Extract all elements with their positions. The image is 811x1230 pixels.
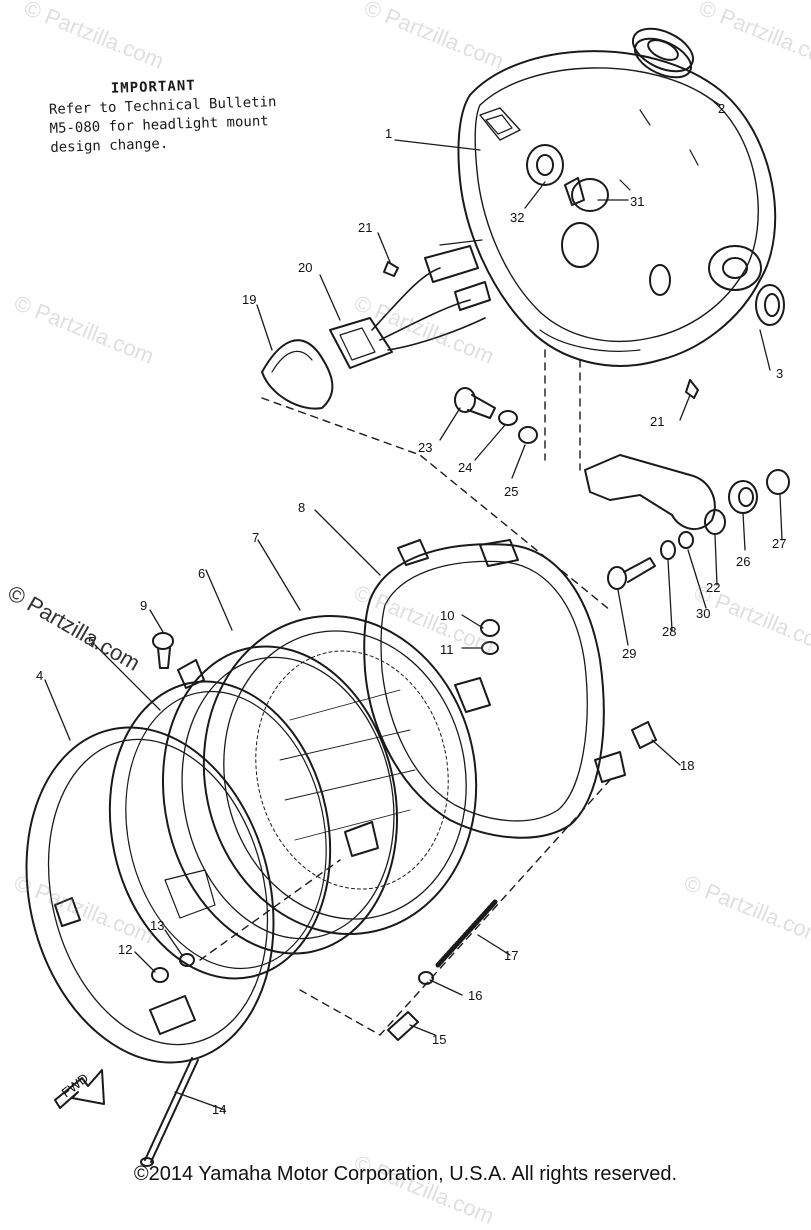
callout-12: 12 bbox=[118, 942, 132, 957]
callout-24: 24 bbox=[458, 460, 472, 475]
screw-21-top bbox=[383, 261, 399, 277]
callout-3: 3 bbox=[776, 366, 783, 381]
bolt-29 bbox=[607, 557, 656, 590]
nut-10 bbox=[480, 619, 500, 637]
nut-13 bbox=[179, 953, 195, 967]
callout-7: 7 bbox=[252, 530, 259, 545]
leader-lines bbox=[44, 91, 783, 1111]
washer-24 bbox=[498, 410, 518, 426]
callout-21: 21 bbox=[358, 220, 372, 235]
socket-cover-19 bbox=[261, 339, 334, 410]
bracket-22 bbox=[584, 454, 726, 535]
callout-10: 10 bbox=[440, 608, 454, 623]
callout-15: 15 bbox=[432, 1032, 446, 1047]
callout-1: 1 bbox=[385, 126, 392, 141]
bolt-23 bbox=[454, 387, 496, 419]
washer-28 bbox=[660, 540, 676, 560]
callout-14: 14 bbox=[212, 1102, 226, 1117]
nut-18 bbox=[631, 721, 657, 749]
callout-2: 2 bbox=[718, 101, 725, 116]
callout-numbers: 1234567891011121314151617181920212122232… bbox=[36, 101, 786, 1117]
spring-17 bbox=[435, 899, 498, 968]
washer-30 bbox=[678, 531, 694, 549]
callout-23: 23 bbox=[418, 440, 432, 455]
nut-16 bbox=[418, 971, 434, 985]
screw-21-bottom bbox=[685, 379, 699, 399]
rim-6 bbox=[161, 645, 399, 955]
callout-18: 18 bbox=[680, 758, 694, 773]
callout-17: 17 bbox=[504, 948, 518, 963]
collar-27 bbox=[766, 469, 790, 495]
screw-9 bbox=[152, 632, 174, 669]
callout-31: 31 bbox=[630, 194, 644, 209]
screw-12 bbox=[151, 967, 169, 983]
callout-22: 22 bbox=[706, 580, 720, 595]
plug-31 bbox=[564, 177, 609, 212]
washer-25 bbox=[518, 426, 538, 444]
callout-13: 13 bbox=[150, 918, 164, 933]
outer-rim-4 bbox=[25, 726, 275, 1064]
fwd-arrow-icon bbox=[54, 1069, 105, 1109]
callout-9: 9 bbox=[140, 598, 147, 613]
callout-4: 4 bbox=[36, 668, 43, 683]
callout-32: 32 bbox=[510, 210, 524, 225]
callout-6: 6 bbox=[198, 566, 205, 581]
gasket-5 bbox=[108, 680, 379, 980]
grommet-32 bbox=[526, 144, 564, 186]
important-note: IMPORTANT Refer to Technical Bulletin M5… bbox=[48, 73, 301, 158]
adjusting-screw-14 bbox=[140, 1057, 199, 1167]
grommet-3 bbox=[755, 284, 785, 326]
spring-15 bbox=[387, 1011, 419, 1041]
sealed-beam-unit-7 bbox=[202, 614, 478, 936]
callout-8: 8 bbox=[298, 500, 305, 515]
callout-28: 28 bbox=[662, 624, 676, 639]
assembly-lines bbox=[199, 349, 611, 1036]
headlight-housing bbox=[457, 50, 777, 367]
callout-11: 11 bbox=[440, 642, 454, 657]
exploded-view-drawing: 1234567891011121314151617181920212122232… bbox=[25, 27, 790, 1167]
collar-26 bbox=[728, 480, 758, 514]
callout-30: 30 bbox=[696, 606, 710, 621]
callout-21: 21 bbox=[650, 414, 664, 429]
callout-27: 27 bbox=[772, 536, 786, 551]
callout-16: 16 bbox=[468, 988, 482, 1003]
grommet-2 bbox=[632, 27, 694, 79]
callout-25: 25 bbox=[504, 484, 518, 499]
callout-5: 5 bbox=[88, 634, 95, 649]
mounting-case-8 bbox=[363, 539, 626, 839]
callout-26: 26 bbox=[736, 554, 750, 569]
washer-11 bbox=[481, 641, 499, 655]
callout-20: 20 bbox=[298, 260, 312, 275]
callout-29: 29 bbox=[622, 646, 636, 661]
callout-19: 19 bbox=[242, 292, 256, 307]
connector-20 bbox=[329, 245, 491, 369]
copyright-notice: ©2014 Yamaha Motor Corporation, U.S.A. A… bbox=[133, 1163, 678, 1185]
